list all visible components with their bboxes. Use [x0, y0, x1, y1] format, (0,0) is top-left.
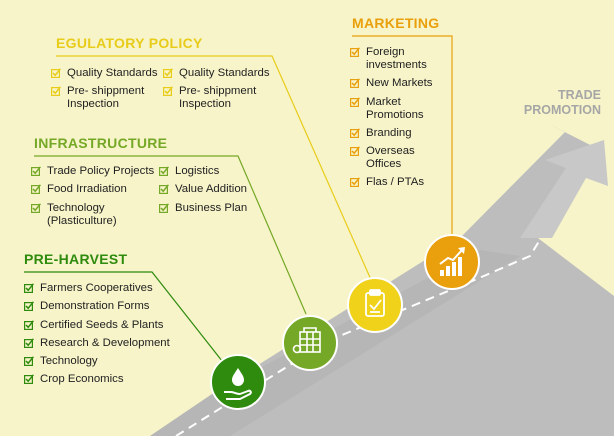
list-item: Overseas Offices [350, 145, 444, 171]
road-arrow [150, 122, 614, 436]
checkbox-icon [350, 47, 360, 57]
regulatory-title: EGULATORY POLICY [56, 35, 203, 51]
list-item: Pre- shippment Inspection [163, 85, 277, 111]
checkbox-icon [24, 374, 34, 385]
list-item: Quality Standards [163, 67, 277, 80]
list-item: Trade Policy Projects [31, 165, 157, 178]
list-item: Certified Seeds & Plants [24, 319, 214, 332]
checkbox-icon [24, 356, 34, 367]
water-hand-icon [224, 368, 252, 400]
list-item-text: New Markets [366, 77, 433, 90]
trade-promotion-label: TRADE PROMOTION [524, 88, 601, 118]
checkbox-icon [51, 68, 61, 78]
list-item: Demonstration Forms [24, 300, 214, 313]
list-item-text: Business Plan [175, 201, 248, 214]
checkbox-icon [350, 177, 360, 188]
list-item-text: Certified Seeds & Plants [40, 318, 164, 331]
checkbox-icon [163, 86, 173, 97]
growth-chart-icon [439, 247, 465, 276]
list-item-text: Branding [366, 126, 412, 139]
list-item-text: Farmers Cooperatives [40, 282, 153, 294]
list-item: Quality Standards [51, 67, 165, 80]
circle-preharvest [210, 354, 266, 410]
infrastructure-title: INFRASTRUCTURE [34, 135, 168, 151]
list-item: Pre- shippment Inspection [51, 85, 165, 111]
list-item-text: Pre- shippment Inspection [179, 85, 257, 111]
building-globe-icon [292, 327, 321, 354]
road-arrowhead [520, 140, 608, 238]
checkbox-icon [24, 338, 34, 348]
trade-label-line-2: PROMOTION [523, 103, 601, 117]
list-item: Market Promotions [350, 96, 444, 122]
list-item: Logistics [159, 165, 259, 178]
connector-preharvest [24, 271, 227, 367]
circle-regulatory [347, 277, 403, 333]
list-item: Branding [350, 127, 444, 140]
checkbox-icon [24, 283, 34, 293]
list-item: Technology (Plasticulture) [31, 202, 157, 228]
list-item-text: Technology [40, 355, 98, 368]
checkbox-icon [350, 146, 360, 157]
checkbox-icon [31, 184, 41, 195]
list-item-text: Overseas Offices [366, 145, 415, 171]
list-item: Crop Economics [24, 373, 214, 386]
checkbox-icon [350, 96, 360, 107]
list-item-text: Quality Standards [179, 67, 270, 79]
list-item-text: Trade Policy Projects [47, 165, 155, 177]
checkbox-icon [31, 202, 41, 213]
checkbox-icon [24, 319, 34, 330]
list-item-text: Food Irradiation [47, 183, 127, 196]
list-item: Farmers Cooperatives [24, 282, 214, 295]
list-item: Value Addition [159, 183, 259, 196]
checkbox-icon [159, 184, 169, 195]
checkbox-icon [350, 128, 360, 138]
checkbox-icon [31, 166, 41, 176]
checkbox-icon [159, 166, 169, 176]
connector-infrastructure [34, 155, 307, 315]
checkbox-icon [163, 68, 173, 78]
checkbox-icon [350, 78, 360, 89]
list-item-text: Value Addition [175, 183, 247, 196]
marketing-title: MARKETING [352, 15, 440, 31]
list-item-text: Market Promotions [366, 95, 424, 121]
circle-infrastructure [282, 315, 338, 371]
clipboard-check-icon [365, 289, 385, 317]
list-item: Technology [24, 355, 214, 368]
preharvest-title: PRE-HARVEST [24, 251, 128, 267]
circle-marketing [424, 234, 480, 290]
list-item: Foreign investments [350, 46, 444, 72]
list-item-text: Research & Development [40, 336, 170, 349]
list-item-text: Logistics [175, 165, 220, 177]
list-item: Business Plan [159, 202, 259, 215]
list-item-text: Foreign investments [366, 46, 427, 71]
list-item: Research & Development [24, 337, 214, 350]
connector-marketing [352, 35, 453, 240]
trade-label-line-1: TRADE [557, 88, 601, 102]
checkbox-icon [24, 301, 34, 312]
checkbox-icon [51, 86, 61, 97]
list-item-text: Technology (Plasticulture) [47, 201, 117, 227]
list-item: Food Irradiation [31, 183, 157, 196]
connector-regulatory [56, 55, 373, 283]
list-item-text: Flas / PTAs [366, 176, 425, 189]
list-item: New Markets [350, 77, 444, 90]
list-item: Flas / PTAs [350, 176, 444, 189]
checkbox-icon [159, 202, 169, 213]
list-item-text: Quality Standards [67, 67, 158, 79]
list-item-text: Demonstration Forms [40, 300, 150, 313]
list-item-text: Pre- shippment Inspection [67, 85, 145, 111]
list-item-text: Crop Economics [40, 373, 124, 386]
